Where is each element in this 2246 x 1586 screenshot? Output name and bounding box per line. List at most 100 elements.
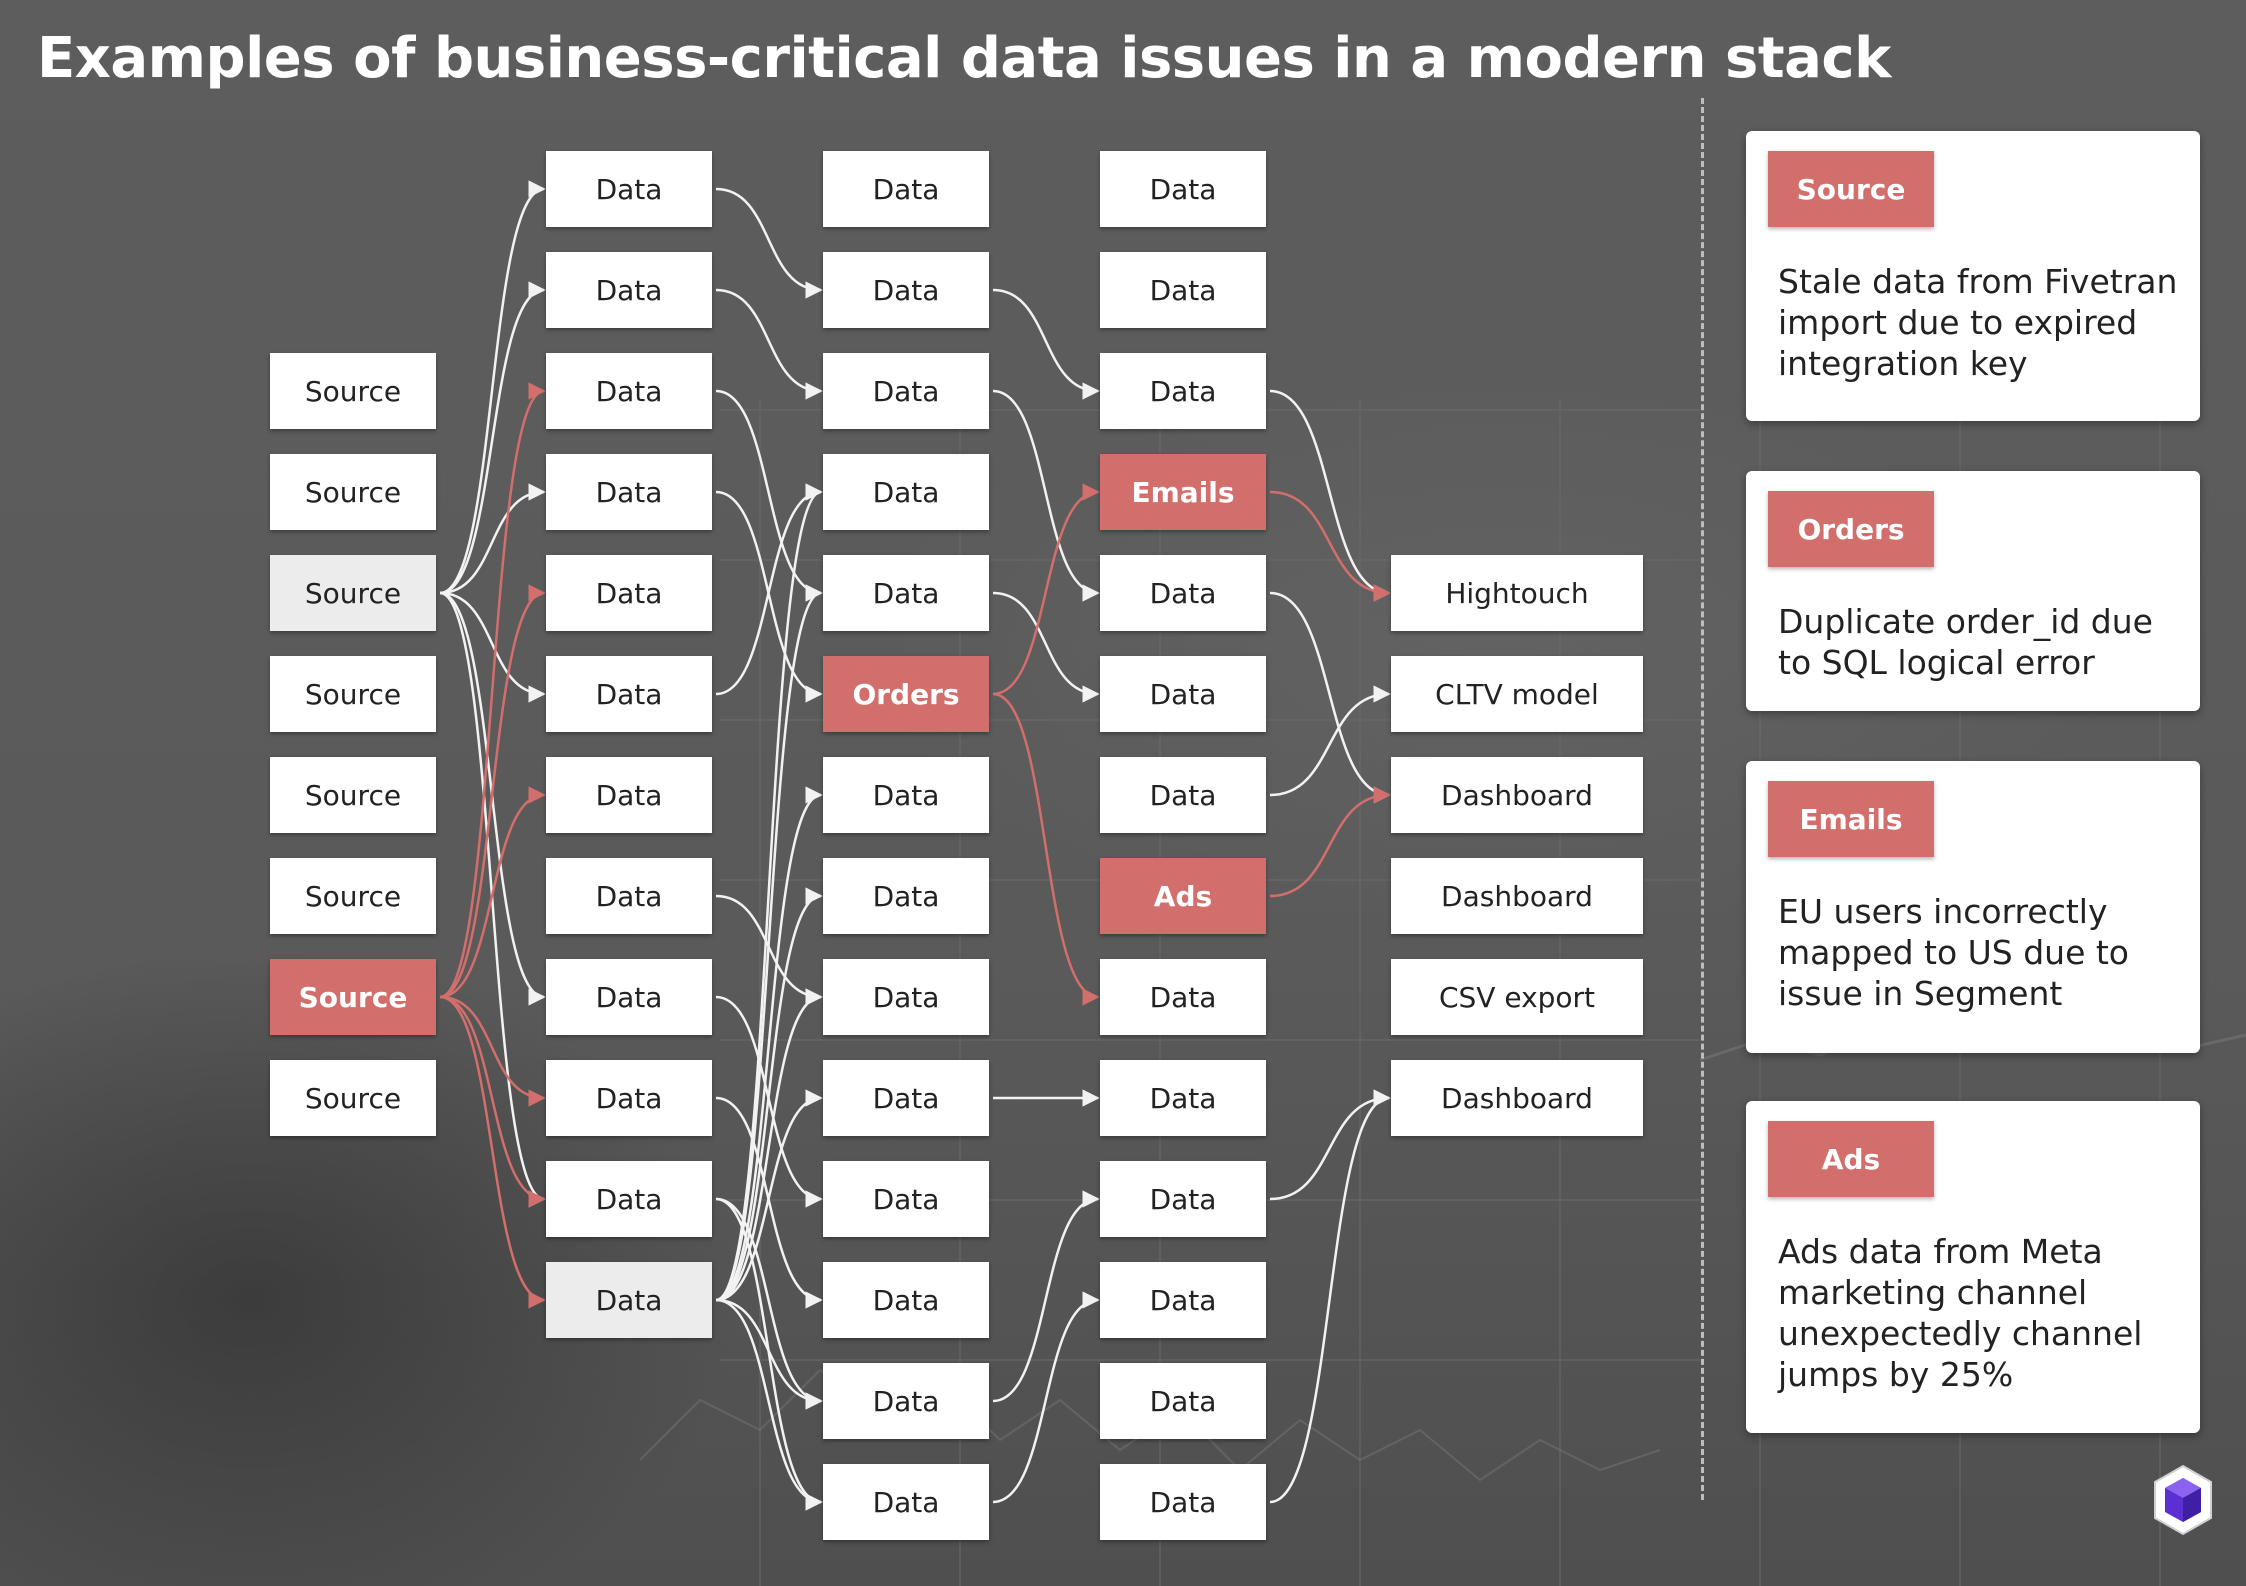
lineage-edge bbox=[1269, 591, 1391, 804]
node-data: Data bbox=[1100, 1262, 1266, 1338]
node-source: Source bbox=[270, 858, 436, 934]
lineage-edge bbox=[992, 591, 1100, 703]
lineage-edge bbox=[439, 180, 546, 595]
node-data: Data bbox=[823, 454, 989, 530]
lineage-edge bbox=[1269, 1089, 1391, 1201]
issue-edge bbox=[1269, 490, 1391, 602]
lineage-edge bbox=[715, 887, 823, 1302]
lineage-edge bbox=[715, 988, 823, 1302]
issue-text-source: Stale data from Fivetran import due to e… bbox=[1778, 262, 2178, 383]
issue-tag-source: Source bbox=[1768, 151, 1934, 227]
node-data: Data bbox=[823, 151, 989, 227]
node-data: Data bbox=[823, 353, 989, 429]
node-emails: Emails bbox=[1100, 454, 1266, 530]
lineage-edge bbox=[715, 584, 823, 1302]
node-data: Data bbox=[823, 1161, 989, 1237]
node-data: Data bbox=[546, 353, 712, 429]
node-ads: Ads bbox=[1100, 858, 1266, 934]
lineage-edge bbox=[992, 288, 1100, 400]
lineage-edge bbox=[992, 389, 1100, 602]
lineage-edge bbox=[715, 187, 823, 299]
node-dashboard: Dashboard bbox=[1391, 757, 1643, 833]
lineage-edge bbox=[1269, 389, 1391, 602]
node-data: Data bbox=[1100, 1161, 1266, 1237]
lineage-edge bbox=[715, 1089, 823, 1302]
page-title: Examples of business-critical data issue… bbox=[37, 26, 1891, 91]
node-cltv-model: CLTV model bbox=[1391, 656, 1643, 732]
node-data: Data bbox=[546, 656, 712, 732]
issue-text-emails: EU users incorrectly mapped to US due to… bbox=[1778, 892, 2129, 1013]
node-source: Source bbox=[270, 656, 436, 732]
node-data: Data bbox=[1100, 252, 1266, 328]
node-source: Source bbox=[270, 959, 436, 1035]
node-source: Source bbox=[270, 1060, 436, 1136]
node-data: Data bbox=[1100, 1363, 1266, 1439]
node-data: Data bbox=[823, 1464, 989, 1540]
lineage-edge bbox=[715, 288, 823, 400]
node-data: Data bbox=[823, 858, 989, 934]
lineage-edge bbox=[439, 281, 546, 595]
node-data: Data bbox=[546, 858, 712, 934]
node-data: Data bbox=[1100, 959, 1266, 1035]
lineage-edge bbox=[1269, 1089, 1391, 1504]
lineage-edge bbox=[992, 1291, 1100, 1504]
node-data: Data bbox=[546, 454, 712, 530]
issue-card-orders: Orders Duplicate order_id due to SQL log… bbox=[1746, 471, 2200, 711]
node-data: Data bbox=[1100, 1060, 1266, 1136]
node-data: Data bbox=[1100, 656, 1266, 732]
issue-card-ads: Ads Ads data from Meta marketing channel… bbox=[1746, 1101, 2200, 1433]
lineage-edge bbox=[439, 591, 546, 703]
lineage-edge bbox=[715, 1298, 823, 1410]
node-data: Data bbox=[546, 1262, 712, 1338]
issue-edge bbox=[439, 995, 546, 1107]
node-hightouch: Hightouch bbox=[1391, 555, 1643, 631]
node-data: Data bbox=[823, 555, 989, 631]
node-data: Data bbox=[546, 757, 712, 833]
lineage-edge bbox=[1269, 685, 1391, 797]
issue-tag-emails: Emails bbox=[1768, 781, 1934, 857]
issue-text-orders: Duplicate order_id due to SQL logical er… bbox=[1778, 602, 2153, 682]
lineage-edge bbox=[715, 389, 823, 602]
node-data: Data bbox=[823, 1363, 989, 1439]
node-data: Data bbox=[1100, 1464, 1266, 1540]
node-orders: Orders bbox=[823, 656, 989, 732]
node-dashboard: Dashboard bbox=[1391, 858, 1643, 934]
lineage-edge bbox=[715, 786, 823, 1302]
node-data: Data bbox=[1100, 555, 1266, 631]
issue-tag-orders: Orders bbox=[1768, 491, 1934, 567]
issue-edge bbox=[992, 483, 1100, 696]
node-data: Data bbox=[823, 1060, 989, 1136]
node-data: Data bbox=[546, 959, 712, 1035]
issue-edge bbox=[439, 786, 546, 999]
node-data: Data bbox=[546, 555, 712, 631]
issue-edge bbox=[439, 995, 546, 1309]
node-dashboard: Dashboard bbox=[1391, 1060, 1643, 1136]
lineage-edge bbox=[715, 1298, 823, 1511]
node-source: Source bbox=[270, 757, 436, 833]
divider bbox=[1701, 98, 1704, 1500]
cube-logo-icon bbox=[2154, 1464, 2212, 1536]
node-data: Data bbox=[546, 1161, 712, 1237]
node-data: Data bbox=[823, 252, 989, 328]
lineage-edge bbox=[439, 483, 546, 595]
node-csv-export: CSV export bbox=[1391, 959, 1643, 1035]
node-data: Data bbox=[546, 252, 712, 328]
issue-edge bbox=[439, 382, 546, 999]
node-data: Data bbox=[546, 1060, 712, 1136]
issue-edge bbox=[992, 692, 1100, 1006]
node-data: Data bbox=[546, 151, 712, 227]
node-data: Data bbox=[1100, 757, 1266, 833]
issue-edge bbox=[439, 995, 546, 1208]
issue-card-emails: Emails EU users incorrectly mapped to US… bbox=[1746, 761, 2200, 1053]
node-source: Source bbox=[270, 454, 436, 530]
node-data: Data bbox=[823, 1262, 989, 1338]
node-data: Data bbox=[1100, 151, 1266, 227]
lineage-edge bbox=[715, 483, 823, 1302]
node-source: Source bbox=[270, 353, 436, 429]
node-data: Data bbox=[823, 757, 989, 833]
node-data: Data bbox=[823, 959, 989, 1035]
issue-edge bbox=[439, 584, 546, 999]
node-data: Data bbox=[1100, 353, 1266, 429]
lineage-edge bbox=[715, 1197, 823, 1410]
lineage-edge bbox=[715, 483, 823, 696]
